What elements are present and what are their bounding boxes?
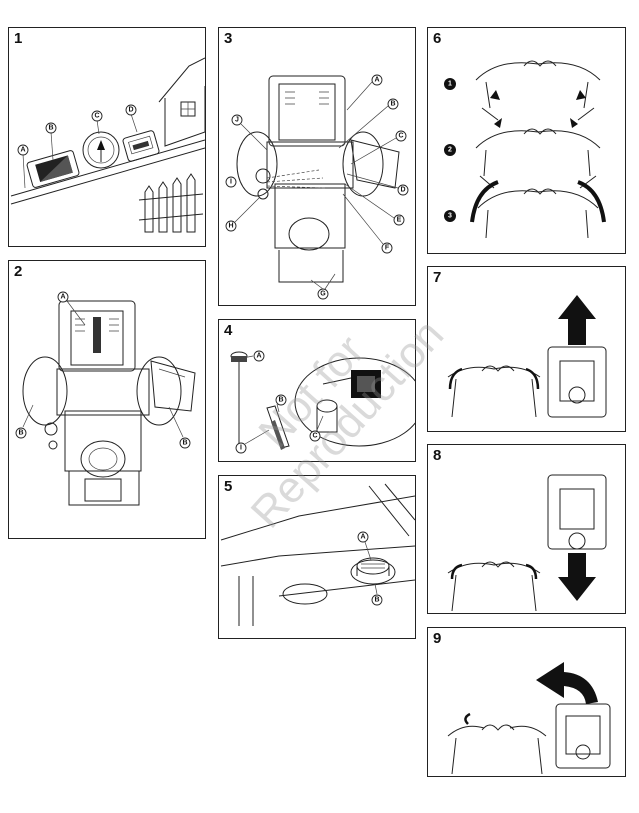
- reservoir-cap-illustration: A B: [220, 483, 415, 626]
- turn-left-illustration: [447, 662, 611, 775]
- panel-9: 9: [427, 627, 626, 777]
- callout-c: C: [309, 430, 321, 442]
- callout-b-left: B: [15, 427, 27, 439]
- panel-1: 1: [8, 27, 206, 247]
- panel-2: 2 A B B: [8, 260, 206, 539]
- panel-6: 6 1 2 3: [427, 27, 626, 254]
- step-3-marker: 3: [444, 210, 456, 222]
- callout-b: B: [275, 394, 287, 406]
- callout-f: F: [381, 242, 393, 254]
- svg-text:G: G: [320, 291, 326, 298]
- callout-b: B: [371, 594, 383, 606]
- panel-5: 5 A B: [218, 475, 416, 639]
- arrow-down-icon: [558, 553, 596, 601]
- callout-i: I: [235, 442, 247, 454]
- svg-text:B: B: [48, 125, 53, 132]
- svg-text:D: D: [400, 187, 405, 194]
- svg-text:A: A: [360, 534, 365, 541]
- svg-text:C: C: [94, 113, 99, 120]
- dipstick-closeup-bubble: [294, 357, 415, 447]
- svg-text:E: E: [397, 217, 402, 224]
- panel-3: 3 A B C D E F G H I J: [218, 27, 416, 306]
- drive-forward-illustration: [447, 295, 607, 418]
- callout-b: B: [45, 122, 57, 134]
- level-ground-illustration: A B C D: [10, 57, 205, 233]
- step-2-drawing: [475, 118, 601, 189]
- callout-a: A: [357, 531, 369, 543]
- panel-number: 9: [433, 630, 442, 647]
- callout-a: A: [371, 74, 383, 86]
- drive-reverse-illustration: [447, 474, 607, 612]
- digital-level: [122, 130, 160, 162]
- svg-text:J: J: [235, 117, 239, 124]
- svg-text:F: F: [385, 245, 390, 252]
- svg-text:B: B: [374, 597, 379, 604]
- bubble-level-gauge: [82, 131, 120, 169]
- svg-text:B: B: [278, 397, 283, 404]
- svg-text:A: A: [374, 77, 379, 84]
- panel-number: 6: [433, 30, 442, 47]
- callout-a: A: [17, 144, 29, 156]
- step-2-marker: 2: [444, 144, 456, 156]
- callout-e: E: [393, 214, 405, 226]
- callout-a: A: [57, 291, 69, 303]
- svg-text:I: I: [240, 445, 242, 452]
- callout-b-right: B: [179, 437, 191, 449]
- panel-number: 2: [14, 263, 23, 280]
- callout-i: I: [225, 176, 237, 188]
- panel-number: 3: [224, 30, 233, 47]
- svg-text:3: 3: [448, 213, 452, 220]
- callout-b: B: [387, 98, 399, 110]
- fence-illustration: [138, 173, 204, 233]
- callout-h: H: [225, 220, 237, 232]
- svg-text:H: H: [228, 223, 233, 230]
- svg-text:B: B: [182, 440, 187, 447]
- lap-bar-sequence-illustration: 1 2 3: [444, 60, 606, 239]
- panel-8: 8: [427, 444, 626, 614]
- svg-text:C: C: [398, 133, 403, 140]
- svg-text:B: B: [390, 101, 395, 108]
- callout-a: A: [253, 350, 265, 362]
- callout-c: C: [395, 130, 407, 142]
- dipstick-illustration: A B C I: [230, 350, 415, 454]
- svg-text:A: A: [60, 294, 65, 301]
- arrow-up-icon: [558, 295, 596, 345]
- panel-number: 4: [224, 322, 233, 339]
- svg-text:2: 2: [448, 147, 452, 154]
- arrow-turn-left-icon: [536, 662, 598, 704]
- mower-tank-detail-illustration: A B C D E F G H I J: [225, 74, 409, 300]
- panel-number: 5: [224, 478, 233, 495]
- step-1-marker: 1: [444, 78, 456, 90]
- svg-text:A: A: [20, 147, 25, 154]
- mower-top-view-illustration: A B B: [15, 291, 196, 506]
- callout-d: D: [397, 184, 409, 196]
- panel-4: 4 A B C I: [218, 319, 416, 462]
- svg-text:1: 1: [448, 81, 452, 88]
- svg-text:I: I: [230, 179, 232, 186]
- svg-text:C: C: [312, 433, 317, 440]
- svg-text:B: B: [18, 430, 23, 437]
- callout-j: J: [231, 114, 243, 126]
- panel-number: 7: [433, 269, 442, 286]
- panel-number: 1: [14, 30, 23, 47]
- phone-level-app: [26, 150, 80, 188]
- callout-c: C: [91, 110, 103, 122]
- step-3-drawing: [470, 180, 606, 239]
- panel-7: 7: [427, 266, 626, 432]
- step-1-drawing: [475, 60, 601, 121]
- callout-g: G: [317, 288, 329, 300]
- svg-text:D: D: [128, 107, 133, 114]
- panel-number: 8: [433, 447, 442, 464]
- callout-d: D: [125, 104, 137, 116]
- svg-text:A: A: [256, 353, 261, 360]
